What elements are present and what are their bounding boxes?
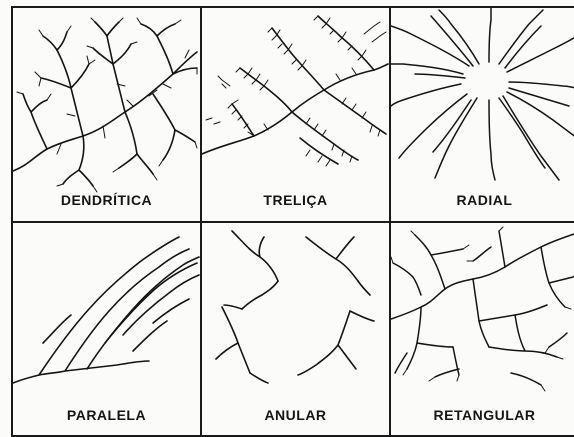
rectangular-pattern-drawing [391, 226, 574, 392]
label-trelica: TRELIÇA [263, 192, 328, 208]
panel-radial: RADIAL [391, 8, 574, 221]
grid-divider-horizontal [13, 221, 574, 223]
label-radial: RADIAL [456, 192, 513, 208]
dendritic-pattern-drawing [13, 17, 198, 193]
panel-grid: DENDRÍTICA TRELIÇA [11, 6, 574, 437]
panel-trelica: TRELIÇA [202, 8, 389, 221]
panel-retangular: RETANGULAR [391, 223, 574, 437]
label-paralela: PARALELA [66, 407, 147, 423]
annular-pattern-drawing [215, 230, 375, 384]
label-retangular: RETANGULAR [433, 407, 536, 423]
parallel-pattern-drawing [13, 236, 200, 384]
panel-paralela: PARALELA [13, 223, 200, 437]
trellis-pattern-drawing [202, 15, 389, 167]
radial-pattern-drawing [391, 8, 574, 181]
panel-anular: ANULAR [202, 223, 389, 437]
label-dendritica: DENDRÍTICA [60, 192, 153, 208]
label-anular: ANULAR [264, 407, 327, 423]
panel-dendritica: DENDRÍTICA [13, 8, 200, 221]
